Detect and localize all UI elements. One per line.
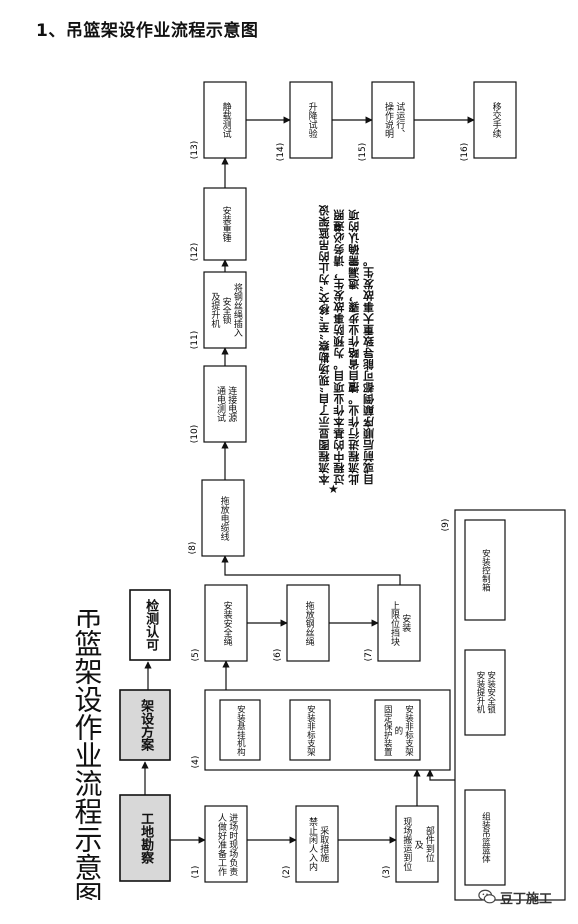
label-group4-3: 安装非标支架 的 固定保护装置	[382, 704, 414, 756]
num-step-11: (11)	[190, 331, 200, 349]
box-step-2	[295, 805, 339, 883]
label-step-14: 升降试验	[306, 102, 317, 138]
label-step-16: 移交手续	[490, 102, 501, 138]
arrow-7-8	[221, 555, 401, 585]
num-step-6: (6)	[273, 649, 283, 662]
num-step-12: (12)	[190, 243, 200, 261]
num-step-15: (15)	[358, 143, 368, 161]
label-step-8: 拖放电缆线	[218, 495, 229, 541]
label-group9-3: 安装控制箱	[480, 548, 491, 592]
note-box: ★本流程图显示了自“现场勘察”至“移交”为止的吊篮架设过程中的基本作业项目。为预…	[318, 200, 438, 500]
box-group4-2	[289, 699, 331, 761]
label-survey: 工地勘察	[138, 812, 154, 864]
watermark: 豆丁施工	[478, 886, 552, 908]
label-inspect: 检测认可	[143, 599, 159, 651]
box-step-14	[289, 81, 333, 159]
box-step-7	[377, 584, 421, 662]
box-survey	[119, 794, 171, 882]
label-group9-2: 安装安全锁 安装提升机	[475, 671, 496, 714]
box-step-16	[473, 81, 517, 159]
label-group4-2: 安装非标支架	[305, 704, 316, 756]
label-step-10: 连接电源 通电测试	[215, 386, 237, 422]
box-step-3	[395, 805, 439, 883]
num-step-7: (7)	[364, 649, 374, 662]
box-step-11	[203, 271, 247, 349]
num-step-9: (9)	[441, 519, 451, 532]
label-step-6: 拖放钢丝绳	[303, 600, 314, 646]
label-step-1: 进场时现场负责 人做好准备工作	[216, 812, 238, 876]
watermark-text: 豆丁施工	[500, 891, 553, 907]
box-step-6	[286, 584, 330, 662]
page-heading: 1、吊篮架设作业流程示意图	[36, 21, 259, 41]
num-step-3: (3)	[382, 866, 392, 879]
label-step-3: 部件到位 及 现场搬运到位	[401, 817, 434, 871]
wechat-icon	[478, 889, 496, 904]
label-step-11: 将钢丝绳插入 安全锁 及提升机	[209, 283, 242, 337]
nodes: 吊篮架设作业流程示意图工地勘察 架设方案 检测认可进场时现场负责 人做好准备工作 (1…	[70, 81, 566, 901]
arrow-9-4	[426, 769, 455, 781]
num-step-5: (5)	[191, 649, 201, 662]
num-step-8: (8)	[188, 542, 198, 555]
rotated-title: 吊篮架设作业流程示意图	[70, 610, 104, 900]
box-group4-1	[219, 699, 261, 761]
note-text: 本流程图显示了自“现场勘察”至“移交”为止的吊篮架设过程中的基本作业项目。为预防…	[318, 204, 376, 485]
label-group9-1: 组装吊篮篮体	[480, 812, 491, 863]
box-group9-3	[464, 519, 506, 621]
box-inspect	[129, 589, 171, 661]
num-step-1: (1)	[191, 866, 201, 879]
num-step-4: (4)	[191, 756, 201, 769]
num-step-14: (14)	[276, 143, 286, 161]
label-group4-1: 安装悬挂机构	[235, 704, 246, 756]
box-step-5	[204, 584, 248, 662]
num-step-2: (2)	[282, 866, 292, 879]
box-step-13	[203, 81, 247, 159]
label-plan: 架设方案	[138, 699, 154, 751]
box-step-10	[203, 365, 247, 443]
box-step-8	[201, 479, 245, 557]
box-group9-1	[464, 789, 506, 886]
num-step-10: (10)	[190, 425, 200, 443]
box-group9-2	[464, 649, 506, 736]
label-step-13: 静载测试	[220, 102, 231, 138]
label-step-2: 采取措施 禁止闲人入内	[307, 817, 329, 871]
box-step-1	[204, 805, 248, 883]
label-step-12: 安装重锤	[220, 206, 231, 242]
box-plan	[119, 689, 171, 761]
note-star-icon: ★	[328, 482, 339, 496]
label-step-7: 安装 上限位挡块	[389, 600, 411, 646]
num-step-13: (13)	[190, 141, 200, 159]
box-step-15	[371, 81, 415, 159]
num-step-16: (16)	[460, 143, 470, 161]
box-group4-3	[374, 699, 421, 761]
label-step-5: 安装安全绳	[221, 600, 232, 646]
connectors	[141, 116, 475, 844]
box-step-12	[203, 187, 247, 261]
label-step-15: 试运行、 操作说明	[383, 102, 405, 138]
